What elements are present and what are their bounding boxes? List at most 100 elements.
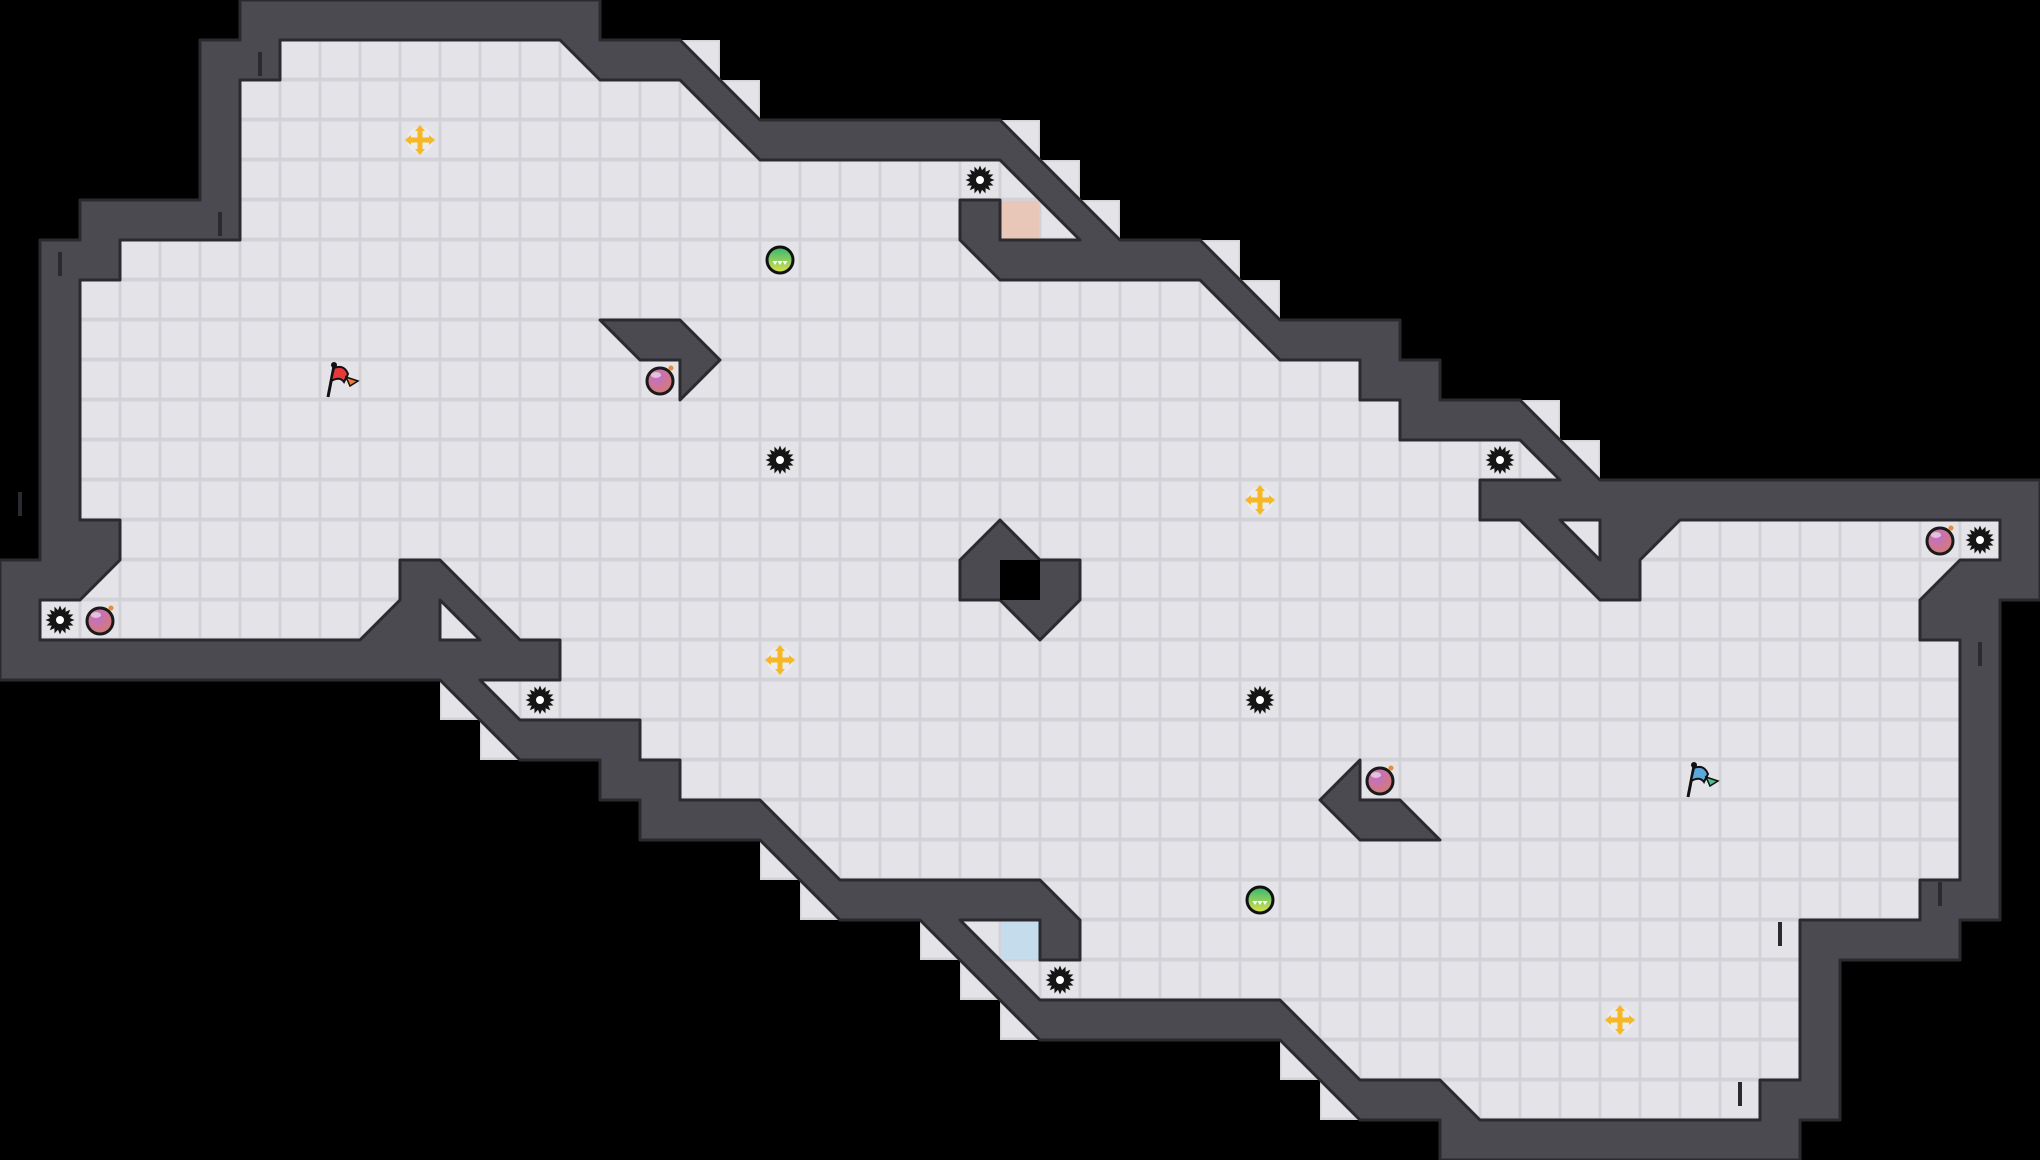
floor-tile — [1720, 600, 1760, 640]
floor-tile — [880, 360, 920, 400]
floor-tile — [440, 40, 480, 80]
floor-tile — [1200, 920, 1240, 960]
floor-tile — [1400, 600, 1440, 640]
floor-tile — [1160, 360, 1200, 400]
floor-tile — [880, 600, 920, 640]
floor-tile — [1440, 720, 1480, 760]
floor-tile — [800, 720, 840, 760]
floor-tile — [760, 680, 800, 720]
floor-tile — [800, 520, 840, 560]
entity-layer — [45, 125, 1995, 1035]
floor-tile — [720, 760, 760, 800]
floor-tile — [760, 320, 800, 360]
floor-tile — [1560, 640, 1600, 680]
center-void — [1000, 560, 1040, 600]
floor-tile — [1280, 480, 1320, 520]
floor-tile — [1440, 640, 1480, 680]
floor-tile — [1560, 880, 1600, 920]
floor-tile — [880, 760, 920, 800]
floor-tile — [1720, 560, 1760, 600]
floor-tile — [1120, 840, 1160, 880]
floor-tile — [1040, 640, 1080, 680]
floor-tile — [1040, 800, 1080, 840]
floor-tile — [1600, 640, 1640, 680]
floor-tile — [1160, 400, 1200, 440]
floor-tile — [600, 120, 640, 160]
floor-tile — [80, 400, 120, 440]
floor-tile — [880, 520, 920, 560]
floor-tile — [1280, 360, 1320, 400]
floor-tile — [840, 640, 880, 680]
floor-tile — [800, 640, 840, 680]
floor-tile — [880, 720, 920, 760]
floor-tile — [1200, 600, 1240, 640]
floor-tile — [1160, 480, 1200, 520]
floor-tile — [720, 160, 760, 200]
floor-tile — [160, 440, 200, 480]
floor-tile — [1000, 840, 1040, 880]
wall-seam — [218, 212, 222, 236]
floor-tile — [680, 600, 720, 640]
floor-tile — [1680, 960, 1720, 1000]
floor-tile — [640, 200, 680, 240]
floor-tile — [880, 160, 920, 200]
floor-tile — [640, 600, 680, 640]
floor-tile — [800, 800, 840, 840]
floor-tile — [480, 200, 520, 240]
floor-tile — [1480, 880, 1520, 920]
floor-tile — [560, 160, 600, 200]
floor-tile — [1240, 560, 1280, 600]
floor-tile — [240, 320, 280, 360]
floor-tile — [1840, 720, 1880, 760]
floor-tile — [480, 400, 520, 440]
floor-tile — [640, 280, 680, 320]
floor-tile — [1320, 520, 1360, 560]
floor-tile — [1360, 640, 1400, 680]
floor-tile — [1760, 1000, 1800, 1040]
floor-tile — [680, 720, 720, 760]
floor-tile — [880, 480, 920, 520]
floor-tile — [280, 280, 320, 320]
floor-tile — [840, 480, 880, 520]
floor-tile — [1520, 800, 1560, 840]
floor-tile — [400, 200, 440, 240]
floor-tile — [1680, 720, 1720, 760]
floor-tile — [1880, 840, 1920, 880]
floor-tile — [560, 120, 600, 160]
floor-tile — [840, 800, 880, 840]
floor-tile — [600, 280, 640, 320]
bomb-icon — [1365, 765, 1395, 796]
floor-tile — [1360, 520, 1400, 560]
floor-tile — [1360, 560, 1400, 600]
floor-tile — [560, 440, 600, 480]
floor-tile — [720, 720, 760, 760]
boost-icon — [405, 125, 435, 155]
floor-tile — [560, 360, 600, 400]
red-flag-icon[interactable] — [326, 362, 360, 398]
floor-tile — [160, 480, 200, 520]
blue-flag-icon[interactable] — [1686, 762, 1720, 798]
floor-tile — [560, 80, 600, 120]
floor-tile — [680, 560, 720, 600]
floor-tile — [840, 840, 880, 880]
floor-tile — [1360, 400, 1400, 440]
floor-tile — [1160, 720, 1200, 760]
floor-tile — [1000, 280, 1040, 320]
floor-tile — [1680, 920, 1720, 960]
floor-tile — [1360, 720, 1400, 760]
floor-tile — [1880, 520, 1920, 560]
floor-tile — [1280, 960, 1320, 1000]
floor-tile — [1400, 440, 1440, 480]
floor-tile — [1680, 840, 1720, 880]
spike-icon — [765, 445, 795, 475]
floor-tile — [480, 440, 520, 480]
floor-tile — [640, 400, 680, 440]
floor-tile — [1400, 920, 1440, 960]
floor-tile — [1760, 1040, 1800, 1080]
powerup-icon — [1245, 885, 1275, 915]
floor-tile — [600, 600, 640, 640]
floor-tile — [440, 160, 480, 200]
bomb-icon — [85, 605, 115, 636]
